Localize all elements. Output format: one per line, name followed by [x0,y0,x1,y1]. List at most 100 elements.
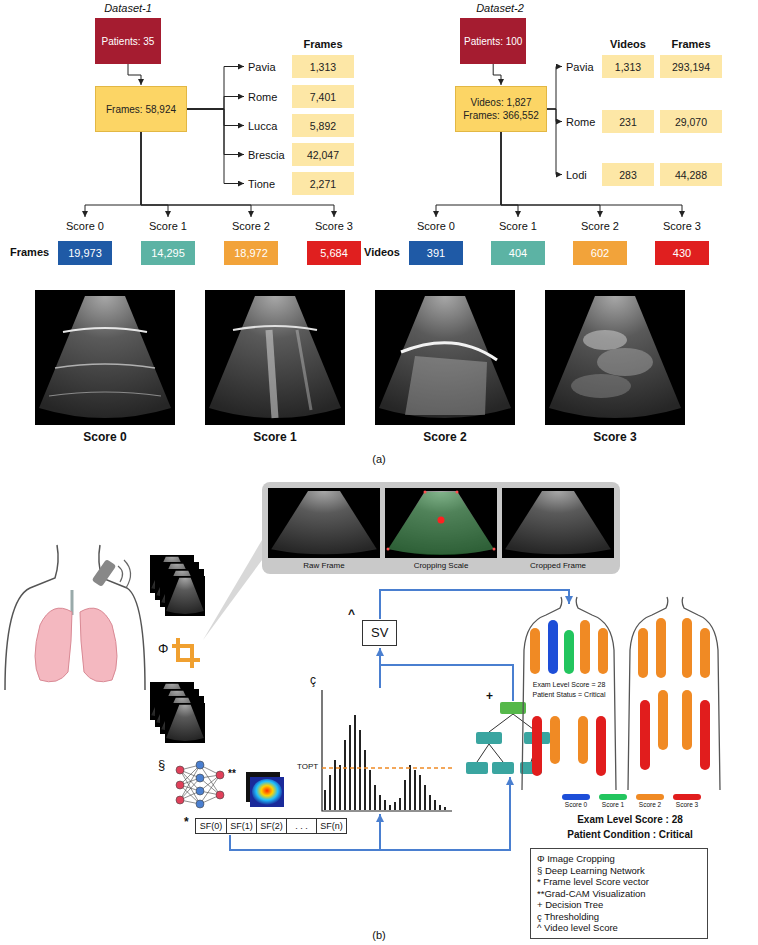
legend-swatch [599,794,627,800]
site-name: Pavia [248,61,288,73]
connector [85,132,141,217]
connector [493,64,501,85]
cropping-scale-frame [385,488,497,558]
count-value: 5,684 [307,241,361,265]
vector-cell: SF(0) [196,819,226,833]
legend-text: Score 3 [676,801,698,809]
frame-stack [150,555,205,616]
label-text: Score 0 [83,431,126,445]
site-row: Pavia 1,313 [245,55,354,78]
legend-item: Score 2 [634,794,666,809]
label-text: Dataset-1 [104,2,152,15]
connector [187,109,244,126]
callout-pointer [203,540,262,640]
label-text: ^ [348,608,355,622]
vector-cell: SF(1) [226,819,256,833]
count-box: Videos: 1,827Frames: 366,552 [455,86,547,132]
box-text: Videos: 1,827 [471,96,532,109]
chest-back [628,597,720,790]
histogram [322,690,452,811]
site-name: Lucca [248,120,288,132]
count-value: 231 [602,110,654,133]
key-entry: **Grad-CAM Visualization [537,888,701,900]
connector [187,109,244,184]
ultrasound-frame [545,290,685,425]
count-value: 42,047 [292,143,354,166]
site-name: Brescia [248,149,288,161]
connector [187,97,244,110]
count-value: 404 [491,241,545,265]
label-text: ** [228,768,236,780]
ultrasound-frame [375,290,515,425]
score-class: Score 3 5,684 [304,218,364,265]
site-name: Rome [248,91,288,103]
count-value: 29,070 [660,110,722,133]
score-name: Score 3 [315,220,353,233]
legend-text: Score 0 [565,801,587,809]
connector [141,132,168,217]
score-class: Score 3430 [652,218,712,265]
site-row: Rome23129,070 [563,110,722,133]
count-value: 2,271 [292,172,354,195]
count-value: 283 [602,163,654,186]
label-text: Patient Status = Critical [533,691,606,699]
flow-lines [230,590,569,850]
site-name: Pavia [566,61,598,73]
label-text: (a) [372,453,385,466]
connector [501,132,518,217]
label-text: Cropped Frame [530,561,586,570]
label-text: Score 3 [593,431,636,445]
chest-front [522,597,616,790]
label-text: Score 2 [423,431,466,445]
label-text: Frames [10,246,49,259]
key-entry: ^ Video level Score [537,922,701,934]
patients-box: Patients: 35 [95,18,161,64]
connector [141,132,251,217]
box-text: Patients: 35 [102,35,155,48]
site-name: Tione [248,178,288,190]
count-value: 1,313 [292,55,354,78]
score-class: Score 0 391 [406,218,466,265]
label-text: Frames [303,38,342,51]
site-row: Rome7,401 [245,85,354,108]
patients-box: Patients: 100 [460,18,526,64]
count-value: 18,972 [224,241,278,265]
score-class: Score 1404 [488,218,548,265]
frame-stack [150,682,205,743]
count-value: 19,973 [58,241,112,265]
box-text: Frames: 58,924 [106,103,176,116]
score-class: Score 019,973 [55,218,115,265]
box-text: SV [371,625,388,640]
connector [501,132,682,217]
count-value: 391 [409,241,463,265]
connector [501,132,600,217]
connector [128,64,141,85]
gradcam-stack [246,772,284,807]
crop-icon [172,638,200,668]
network-icon [176,761,224,808]
count-value: 5,892 [292,114,354,137]
count-box: Frames: 58,924 [95,86,187,132]
score-vector: SF(0)SF(1)SF(2). . .SF(n) [195,818,347,834]
label-text: + [486,690,493,704]
label-text: Exam Level Score = 28 [533,681,606,689]
label-text: Cropping Scale [414,561,469,570]
site-row: Tione 2,271 [245,172,354,195]
label-text: Φ [158,642,168,657]
score-name: Score 3 [663,220,701,233]
ultrasound-frame [205,290,345,425]
legend-item: Score 3 [671,794,703,809]
connector [436,132,501,217]
score-class: Score 2602 [570,218,630,265]
key-entry: ç Thresholding [537,911,701,923]
key-entry: * Frame level Score vector [537,876,701,888]
crop-panel [262,482,620,574]
score-name: Score 0 [417,220,455,233]
box-text: Patients: 100 [464,35,522,48]
legend-swatch [673,794,701,800]
key-entry: Φ Image Cropping [537,853,701,865]
count-value: 1,313 [602,55,654,78]
score-name: Score 1 [149,220,187,233]
label-text: Videos [364,246,400,259]
vector-cell: SF(2) [256,819,286,833]
